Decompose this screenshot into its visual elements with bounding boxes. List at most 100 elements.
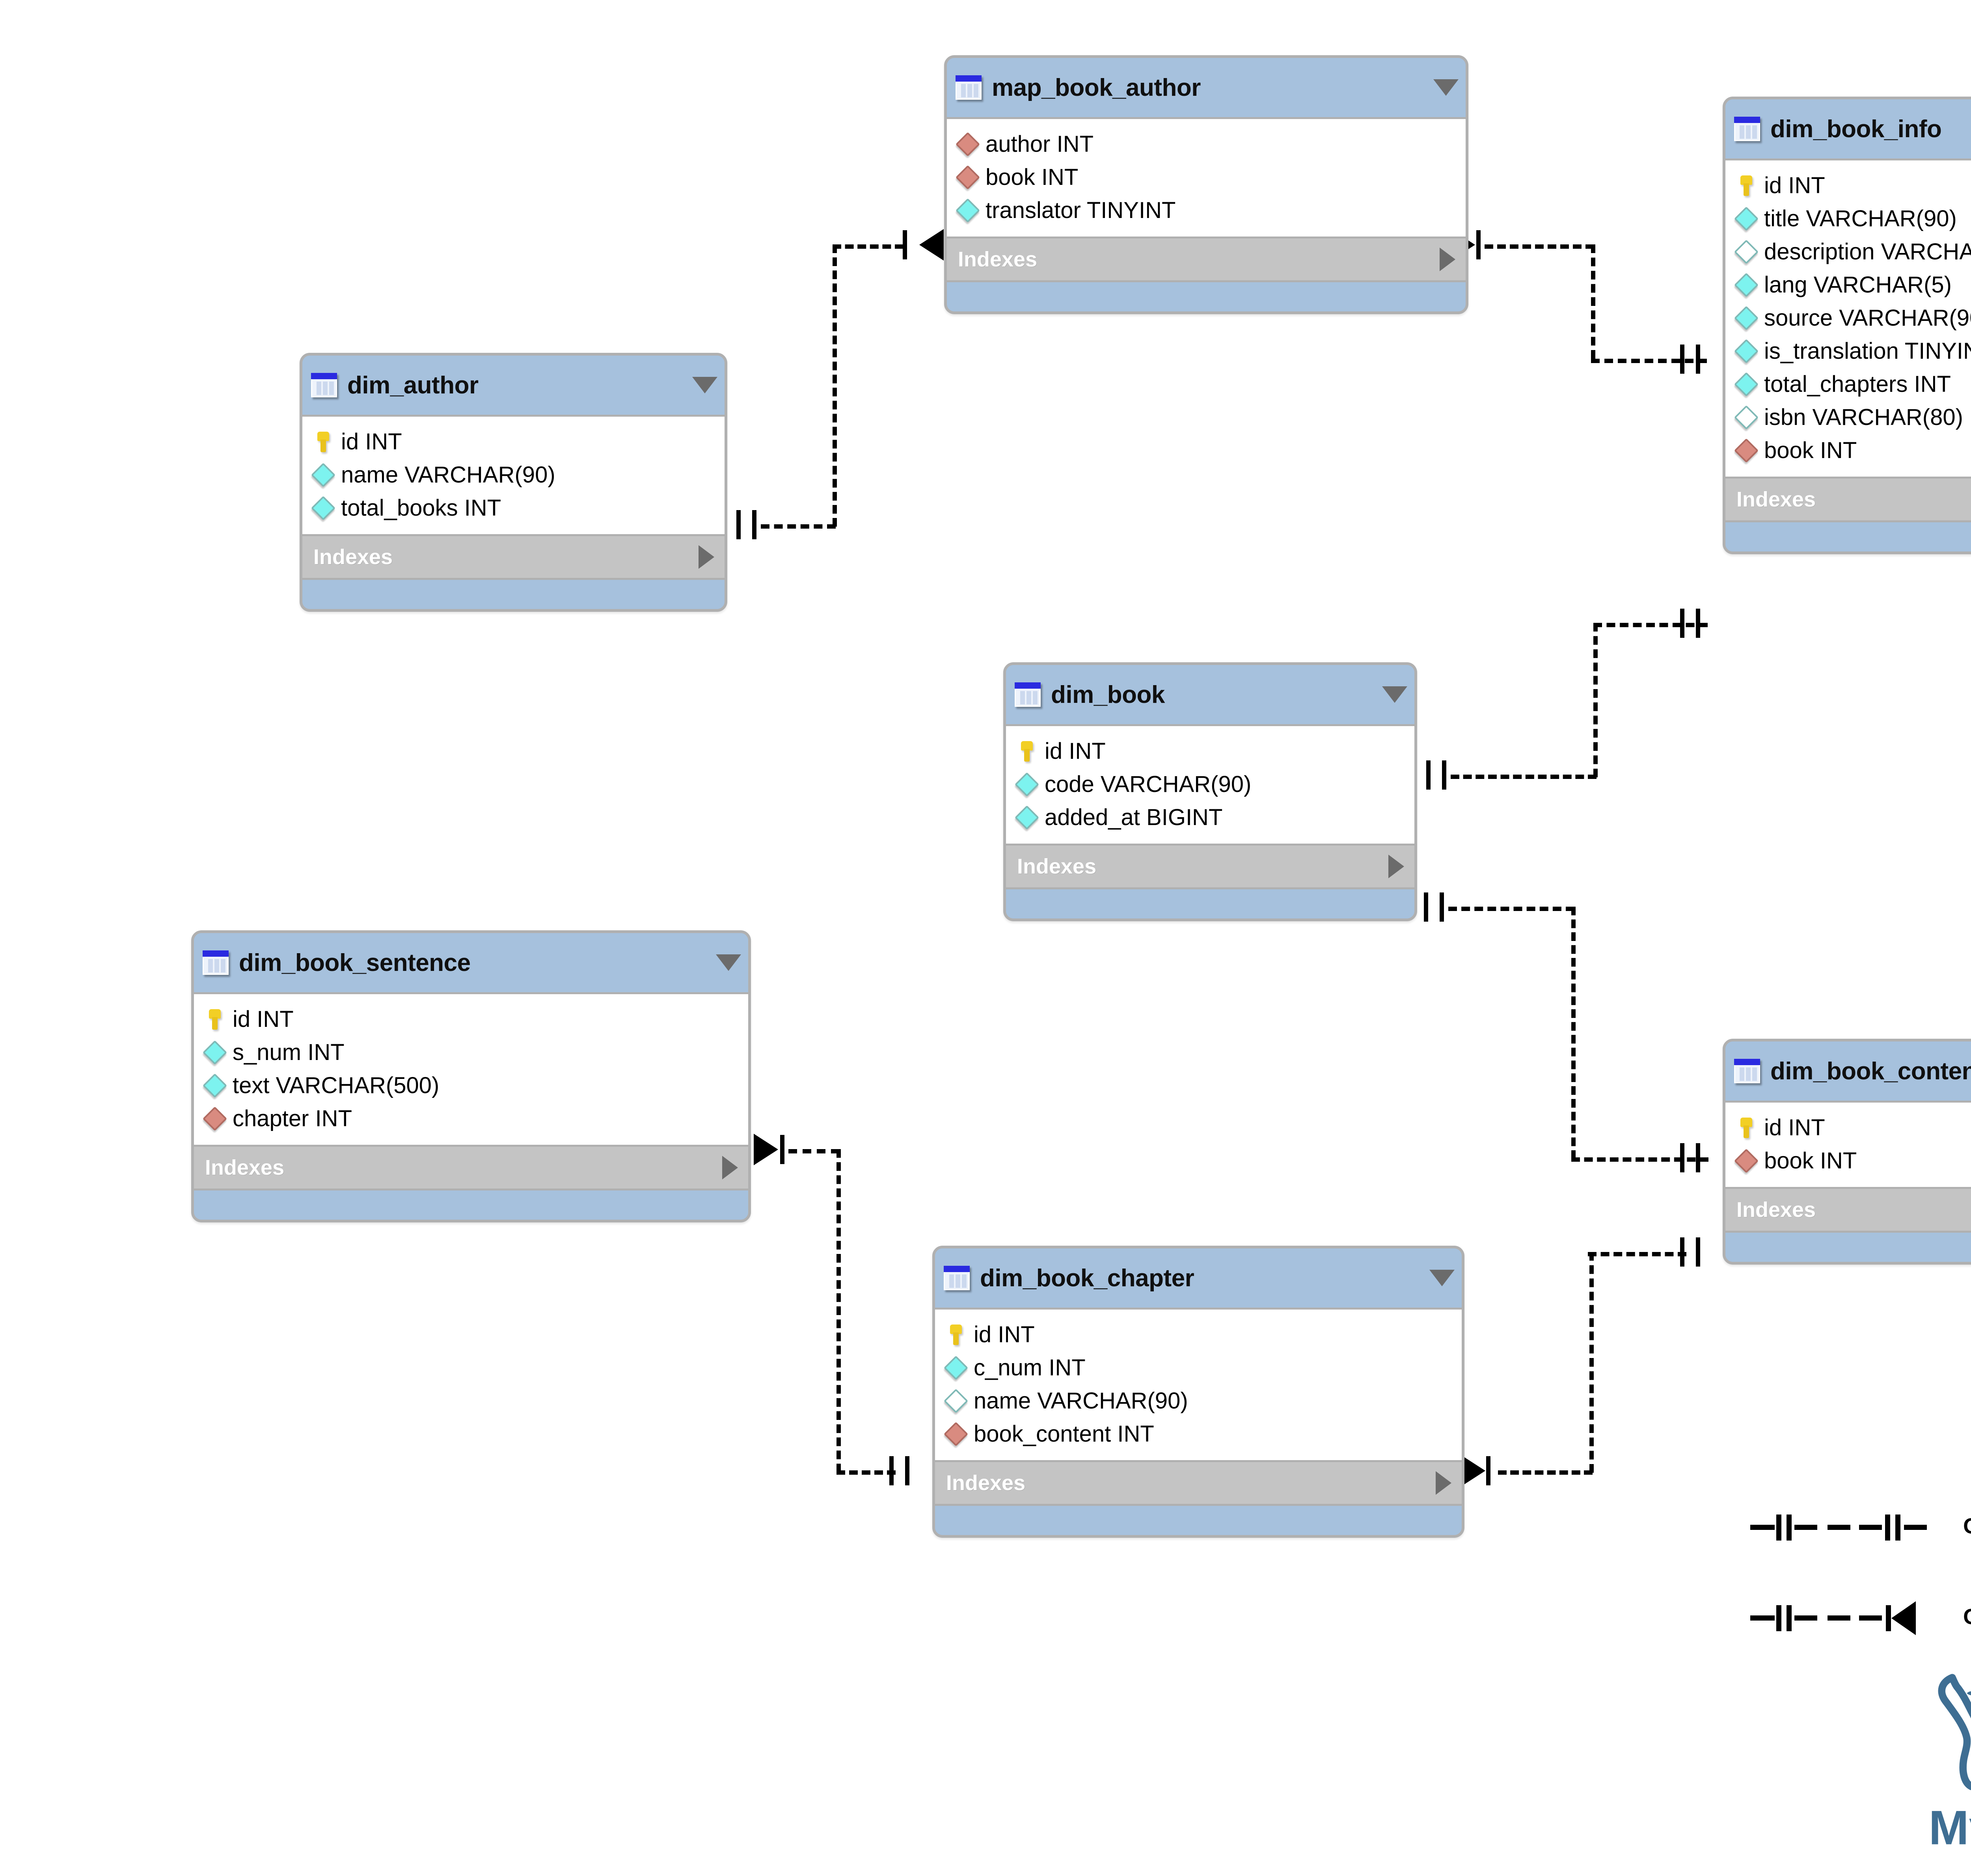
conn-content-chapter-h2 [1498, 1470, 1593, 1475]
table-columns: id INT title VARCHAR(90) description VAR… [1725, 160, 1971, 479]
chevron-down-icon[interactable] [716, 954, 741, 971]
conn-sentence-chapter-h2 [836, 1470, 896, 1475]
diamond-filled-icon [1014, 772, 1040, 797]
indexes-label: Indexes [1736, 1198, 1816, 1222]
column-row[interactable]: lang VARCHAR(5) [1725, 268, 1971, 302]
column-row[interactable]: is_translation TINYINT [1725, 335, 1971, 368]
indexes-label: Indexes [1736, 488, 1816, 511]
conn-tick-info-left-b [1696, 345, 1700, 374]
chevron-down-icon[interactable] [1429, 1270, 1455, 1286]
chevron-down-icon[interactable] [1433, 79, 1459, 96]
conn-sentence-chapter-v [836, 1149, 841, 1472]
conn-tick-sentence-right [780, 1135, 784, 1164]
table-dim_book_info[interactable]: dim_book_info id INT title VARCHAR(90) d… [1723, 97, 1971, 554]
table-dim_book_chapter[interactable]: dim_book_chapter id INT c_num INT name V… [932, 1246, 1464, 1538]
column-row[interactable]: code VARCHAR(90) [1006, 768, 1414, 801]
diamond-filled-icon [311, 496, 336, 521]
table-dim_book_sentence[interactable]: dim_book_sentence id INT s_num INT text … [191, 930, 751, 1222]
column-row[interactable]: title VARCHAR(90) [1725, 202, 1971, 235]
column-label: title VARCHAR(90) [1764, 206, 1957, 231]
table-header[interactable]: dim_book_content [1725, 1041, 1971, 1103]
column-row[interactable]: id INT [302, 425, 725, 458]
column-row[interactable]: id INT [935, 1318, 1462, 1351]
table-header[interactable]: dim_book_sentence [194, 933, 748, 994]
column-row[interactable]: book INT [947, 161, 1466, 194]
chevron-right-icon[interactable] [1388, 855, 1404, 878]
column-row[interactable]: author INT [947, 128, 1466, 161]
indexes-section[interactable]: Indexes [1725, 479, 1971, 522]
conn-tick-book-id-a [1426, 760, 1431, 790]
table-header[interactable]: map_book_author [947, 58, 1466, 119]
indexes-section[interactable]: Indexes [947, 238, 1466, 282]
table-columns: id INT name VARCHAR(90) total_books INT [302, 417, 725, 536]
crowfoot-mba-book [919, 229, 944, 261]
column-row[interactable]: name VARCHAR(90) [302, 458, 725, 492]
table-header[interactable]: dim_book_chapter [935, 1248, 1462, 1310]
column-label: name VARCHAR(90) [974, 1388, 1188, 1414]
indexes-label: Indexes [958, 248, 1038, 271]
conn-tick-mba-book [903, 230, 907, 259]
chevron-down-icon[interactable] [1382, 686, 1407, 703]
conn-mba-info-v [1591, 244, 1595, 359]
chevron-right-icon[interactable] [1436, 1471, 1451, 1495]
indexes-section[interactable]: Indexes [1006, 846, 1414, 889]
chevron-down-icon[interactable] [692, 377, 717, 393]
column-row[interactable]: id INT [1725, 1111, 1971, 1144]
column-label: code VARCHAR(90) [1045, 771, 1252, 797]
column-row[interactable]: s_num INT [194, 1036, 748, 1069]
table-header[interactable]: dim_author [302, 356, 725, 417]
conn-tick-book-added-a [1424, 892, 1428, 922]
column-row[interactable]: source VARCHAR(90) [1725, 302, 1971, 335]
column-row[interactable]: id INT [194, 1003, 748, 1036]
conn-tick-info-tc-b [1696, 609, 1700, 638]
column-row[interactable]: total_books INT [302, 492, 725, 525]
table-dim_book_content[interactable]: dim_book_content id INT book INT Indexes [1723, 1039, 1971, 1265]
indexes-section[interactable]: Indexes [194, 1147, 748, 1190]
table-header[interactable]: dim_book [1006, 665, 1414, 726]
column-row[interactable]: chapter INT [194, 1102, 748, 1135]
indexes-section[interactable]: Indexes [1725, 1189, 1971, 1233]
conn-tick-author-one-b [752, 510, 756, 539]
column-label: book INT [986, 164, 1079, 190]
table-map_book_author[interactable]: map_book_author author INT book INT tran… [944, 55, 1468, 314]
column-label: id INT [1764, 1115, 1825, 1140]
diamond-hollow-icon [1734, 239, 1759, 265]
column-row[interactable]: total_chapters INT [1725, 368, 1971, 401]
column-row[interactable]: description VARCHAR(200) [1725, 235, 1971, 268]
column-label: id INT [233, 1006, 294, 1032]
legend-label: One to One Mapping [1963, 1513, 1971, 1539]
diamond-filled-icon [943, 1355, 969, 1380]
chevron-right-icon[interactable] [722, 1156, 738, 1179]
conn-book-info-h2 [1593, 623, 1708, 627]
column-row[interactable]: book_content INT [935, 1418, 1462, 1451]
indexes-section[interactable]: Indexes [302, 536, 725, 580]
column-label: is_translation TINYINT [1764, 338, 1971, 364]
column-label: total_chapters INT [1764, 371, 1951, 397]
conn-tick-book-added-b [1440, 892, 1444, 922]
column-row[interactable]: book INT [1725, 434, 1971, 467]
table-header[interactable]: dim_book_info [1725, 99, 1971, 160]
column-row[interactable]: book INT [1725, 1144, 1971, 1177]
chevron-right-icon[interactable] [1440, 248, 1455, 271]
table-dim_book[interactable]: dim_book id INT code VARCHAR(90) added_a… [1003, 662, 1417, 921]
table-dim_author[interactable]: dim_author id INT name VARCHAR(90) total… [300, 353, 727, 612]
column-row[interactable]: text VARCHAR(500) [194, 1069, 748, 1102]
conn-content-chapter-v [1589, 1252, 1594, 1473]
column-row[interactable]: translator TINYINT [947, 194, 1466, 227]
column-row[interactable]: c_num INT [935, 1351, 1462, 1384]
diamond-filled-icon [202, 1040, 227, 1065]
column-row[interactable]: isbn VARCHAR(80) [1725, 401, 1971, 434]
column-row[interactable]: added_at BIGINT [1006, 801, 1414, 834]
one-to-many-glyph [1750, 1593, 1951, 1644]
indexes-section[interactable]: Indexes [935, 1462, 1462, 1506]
chevron-right-icon[interactable] [699, 545, 714, 569]
column-label: name VARCHAR(90) [341, 462, 555, 488]
column-row[interactable]: id INT [1725, 169, 1971, 202]
column-row[interactable]: name VARCHAR(90) [935, 1384, 1462, 1418]
table-title: dim_book_content [1770, 1057, 1971, 1085]
column-row[interactable]: id INT [1006, 735, 1414, 768]
diamond-hollow-icon [943, 1388, 969, 1414]
table-icon [1734, 1059, 1760, 1083]
column-label: isbn VARCHAR(80) [1764, 404, 1963, 430]
